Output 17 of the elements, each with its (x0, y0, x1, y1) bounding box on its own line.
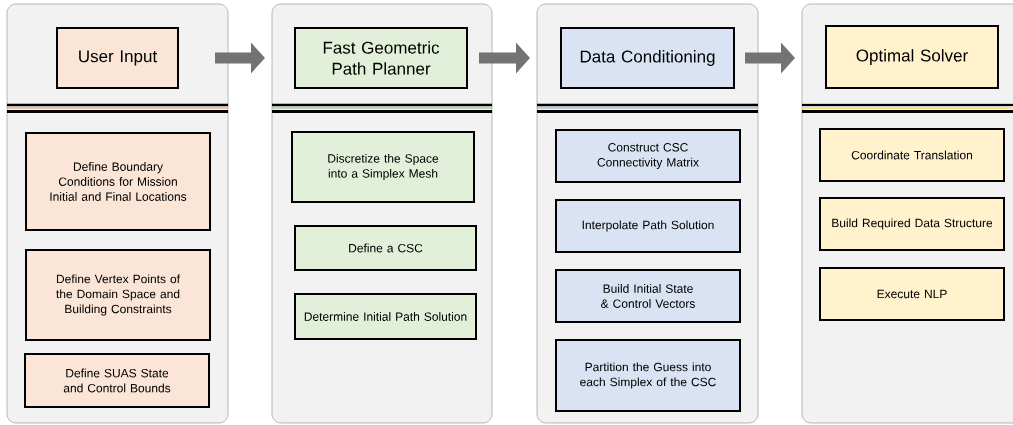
step-box: Execute NLP (819, 267, 1005, 321)
stage-heading-box: Optimal Solver (825, 25, 999, 89)
step-box: Define Vertex Points of the Domain Space and Building Constraints (25, 249, 211, 341)
step-box: Build Required Data Structure (819, 197, 1005, 251)
step-box: Build Initial State & Control Vectors (555, 269, 741, 323)
step-box: Coordinate Translation (819, 128, 1005, 182)
stage-heading-box: Data Conditioning (560, 27, 735, 89)
step-box: Construct CSC Connectivity Matrix (555, 129, 741, 183)
step-box: Define SUAS State and Control Bounds (24, 353, 210, 408)
step-box: Interpolate Path Solution (555, 199, 741, 253)
step-box: Determine Initial Path Solution (294, 293, 477, 340)
stage-heading-box: User Input (56, 27, 179, 89)
step-box: Discretize the Space into a Simplex Mesh (291, 131, 475, 203)
step-box: Define Boundary Conditions for Mission Initial and Final Locations (25, 132, 211, 231)
step-box: Partition the Guess into each Simplex of the CSC (555, 339, 741, 412)
step-box: Define a CSC (294, 225, 477, 271)
stage-heading-box: Fast Geometric Path Planner (294, 27, 468, 89)
